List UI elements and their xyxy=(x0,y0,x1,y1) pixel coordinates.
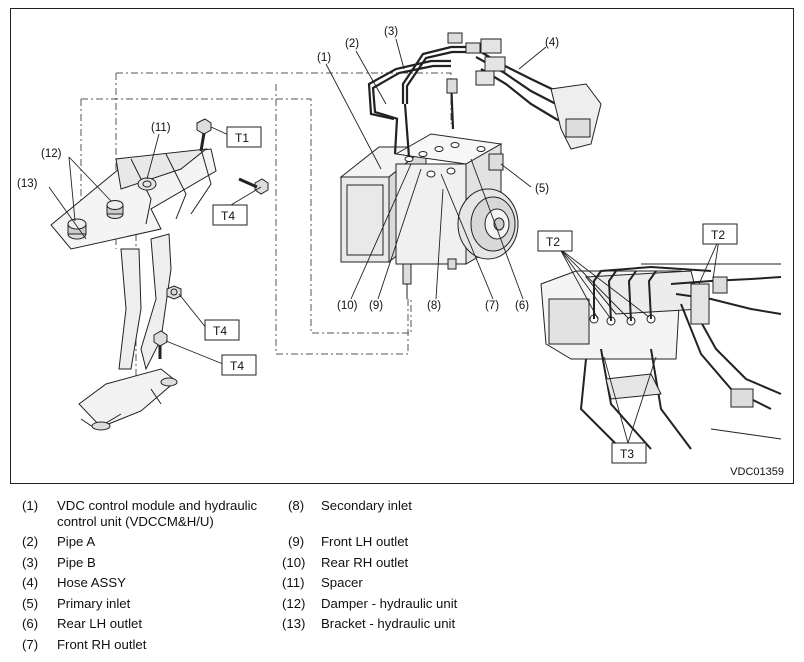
diagram-canvas: (1) (2) (3) (4) (5) (6) (7) (8) (9) (10)… xyxy=(17,26,782,464)
legend-text: Bracket - hydraulic unit xyxy=(321,616,456,631)
legend-number: (13) xyxy=(282,616,306,631)
legend-number: (3) xyxy=(22,555,39,570)
callout-8: (8) xyxy=(427,300,441,312)
hose-fittings xyxy=(446,32,602,150)
callout-3: (3) xyxy=(384,26,398,38)
legend-number: (7) xyxy=(22,637,39,652)
vdc-control-module-and-hydraulic-unit xyxy=(339,133,519,299)
callout-7: (7) xyxy=(485,300,499,312)
nut-t4-middle xyxy=(166,285,182,300)
legend-number: (6) xyxy=(22,616,39,631)
torque-label-t2-right: T2 xyxy=(711,228,725,242)
legend-text: Rear LH outlet xyxy=(57,616,143,631)
torque-label-t2-left: T2 xyxy=(546,235,560,249)
callout-11: (11) xyxy=(151,122,171,134)
callout-6: (6) xyxy=(515,300,529,312)
callout-1: (1) xyxy=(317,52,331,64)
torque-label-t4-lower: T4 xyxy=(230,359,244,373)
legend-text: Rear RH outlet xyxy=(321,555,409,570)
callout-9: (9) xyxy=(369,300,383,312)
legend-text: Front RH outlet xyxy=(57,637,147,652)
callout-10: (10) xyxy=(337,300,358,312)
legend-number: (12) xyxy=(282,596,306,611)
legend-text: Front LH outlet xyxy=(321,534,409,549)
legend-text: Primary inlet xyxy=(57,596,131,611)
installed-view xyxy=(540,263,782,450)
legend-number: (5) xyxy=(22,596,39,611)
bolt-t4-lower xyxy=(153,330,168,359)
callout-4: (4) xyxy=(545,37,559,49)
torque-label-boxes xyxy=(204,126,738,464)
legend-text: Secondary inlet xyxy=(321,498,412,513)
legend-text: Pipe B xyxy=(57,555,96,570)
exploded-diagram: (1) (2) (3) (4) (5) (6) (7) (8) (9) (10)… xyxy=(10,8,794,484)
legend-text: Pipe A xyxy=(57,534,96,549)
legend-number: (4) xyxy=(22,575,39,590)
callout-5: (5) xyxy=(535,183,549,195)
parts-legend: (1) VDC control module and hydraulic con… xyxy=(0,488,804,662)
bolt-t1 xyxy=(196,118,212,152)
callout-12: (12) xyxy=(41,148,62,160)
legend-number: (1) xyxy=(22,498,39,513)
legend-text: Hose ASSY xyxy=(57,575,126,590)
torque-label-t3: T3 xyxy=(620,447,634,461)
legend-number: (9) xyxy=(288,534,305,549)
bracket-hydraulic-unit xyxy=(50,118,269,431)
torque-label-t1: T1 xyxy=(235,131,249,145)
callout-13: (13) xyxy=(17,178,38,190)
bolt-t4-upper xyxy=(238,177,269,195)
callout-2: (2) xyxy=(345,38,359,50)
torque-label-t4-upper: T4 xyxy=(221,209,235,223)
legend-number: (8) xyxy=(288,498,305,513)
legend-text: Spacer xyxy=(321,575,363,590)
legend-text: Damper - hydraulic unit xyxy=(321,596,458,611)
figure-id: VDC01359 xyxy=(730,466,784,478)
legend-number: (10) xyxy=(282,555,306,570)
legend-number: (11) xyxy=(282,575,305,590)
leader-lines xyxy=(48,38,720,444)
legend-number: (2) xyxy=(22,534,39,549)
legend-text: VDC control module and hydraulic xyxy=(57,498,258,513)
torque-label-t4-middle: T4 xyxy=(213,324,227,338)
legend-text-cont: control unit (VDCCM&H/U) xyxy=(57,514,214,529)
